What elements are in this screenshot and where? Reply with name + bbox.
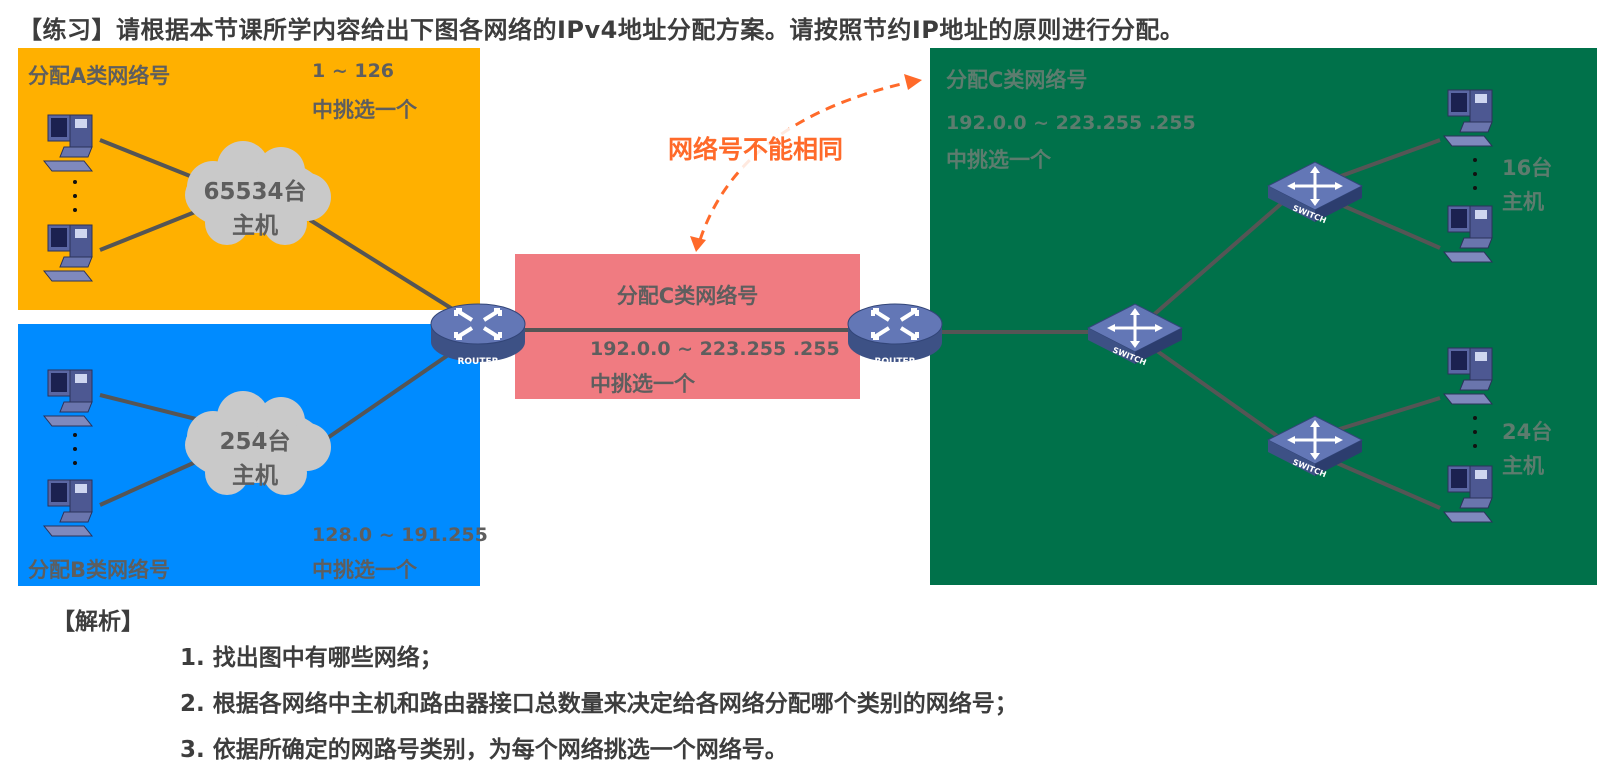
- network-a-host-unit: 主机: [232, 213, 278, 239]
- network-lan-group1-unit: 主机: [1502, 190, 1544, 214]
- analysis-step: 3. 依据所确定的网路号类别，为每个网络挑选一个网络号。: [180, 737, 788, 763]
- links: [99, 138, 1441, 510]
- network-b-pick: 中挑选一个: [312, 558, 417, 582]
- analysis-step: 2. 根据各网络中主机和路由器接口总数量来决定给各网络分配哪个类别的网络号；: [180, 691, 1018, 717]
- network-b-host-unit: 主机: [232, 463, 278, 489]
- warning-label: 网络号不能相同: [664, 128, 848, 168]
- analysis-heading: 【解析】: [52, 609, 144, 635]
- network-lan-range: 192.0.0 ~ 223.255 .255: [946, 112, 1196, 134]
- network-lan-label: 分配C类网络号: [946, 68, 1088, 92]
- network-lan-group1-count: 16台: [1502, 156, 1553, 180]
- router-label: ROUTER: [457, 357, 498, 367]
- pc-icon: [1443, 89, 1493, 147]
- network-b-label: 分配B类网络号: [28, 558, 171, 582]
- network-link-range: 192.0.0 ~ 223.255 .255: [590, 338, 840, 360]
- pc-icon: [1443, 465, 1493, 523]
- ellipsis-dots: [1473, 158, 1477, 448]
- router-icon: [846, 302, 944, 364]
- network-a-host-count: 65534台: [203, 179, 307, 205]
- network-lan-group2-unit: 主机: [1502, 454, 1544, 478]
- network-a-pick: 中挑选一个: [312, 98, 417, 122]
- arrow-head-icon: [690, 236, 706, 252]
- network-link-label: 分配C类网络号: [616, 284, 759, 308]
- pc-icon: [43, 114, 93, 172]
- network-lan-pick: 中挑选一个: [946, 148, 1051, 172]
- network-a-label: 分配A类网络号: [28, 64, 171, 88]
- pc-icon: [1443, 205, 1493, 263]
- pc-icon: [43, 224, 93, 282]
- network-link-region: [515, 254, 860, 399]
- pc-icon: [43, 479, 93, 537]
- page-title: 【练习】请根据本节课所学内容给出下图各网络的IPv4地址分配方案。请按照节约IP…: [18, 16, 1185, 44]
- pc-icon: [1443, 347, 1493, 405]
- arrow-head-icon: [904, 74, 922, 90]
- network-lan-group2-count: 24台: [1502, 420, 1553, 444]
- router-label: ROUTER: [874, 357, 915, 367]
- analysis-step: 1. 找出图中有哪些网络；: [180, 645, 443, 671]
- pc-icon: [43, 369, 93, 427]
- ellipsis-dots: [73, 180, 77, 212]
- network-b-host-count: 254台: [219, 429, 291, 455]
- router-icon: [429, 302, 527, 364]
- network-link-pick: 中挑选一个: [590, 372, 695, 396]
- network-a-range: 1 ~ 126: [312, 60, 395, 82]
- ellipsis-dots: [73, 433, 77, 465]
- network-b-range: 128.0 ~ 191.255: [312, 524, 488, 546]
